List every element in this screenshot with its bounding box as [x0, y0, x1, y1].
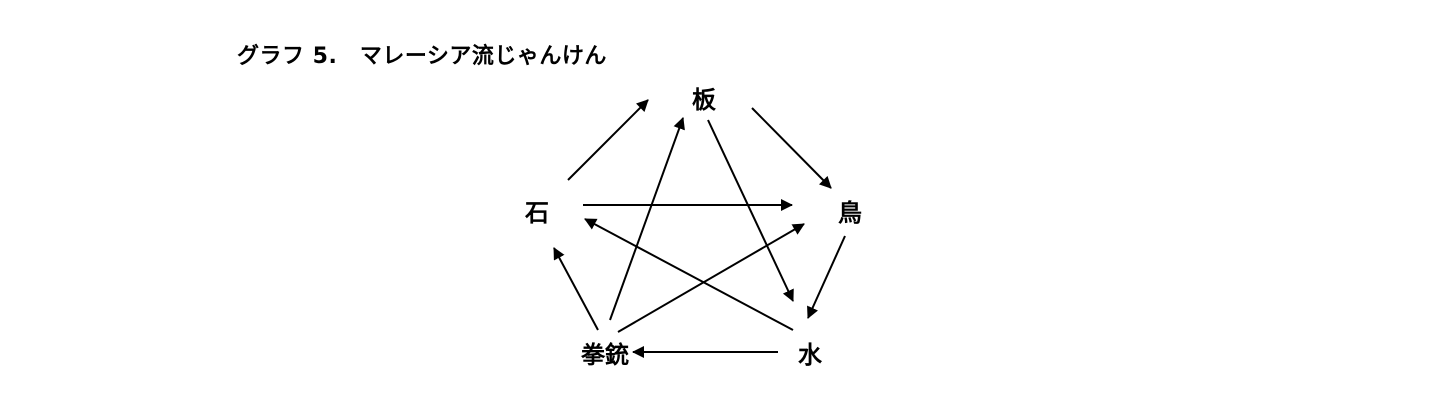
edge-ita-to-mizu — [707, 119, 794, 302]
edge-ita-to-tori — [751, 107, 832, 189]
node-ishi: 石 — [524, 199, 549, 227]
nodes-group: 板 鳥 水 拳銃 石 — [524, 86, 862, 369]
edge-kenju-to-ita — [609, 117, 685, 321]
edge-kenju-to-ishi — [553, 247, 599, 331]
edge-ishi-to-ita — [567, 99, 649, 181]
node-ita: 板 — [692, 86, 717, 114]
edge-mizu-to-ishi — [584, 218, 794, 331]
node-tori: 鳥 — [838, 199, 862, 227]
node-kenju: 拳銃 — [581, 341, 629, 369]
node-mizu: 水 — [798, 341, 823, 369]
edges-group — [553, 99, 846, 358]
edge-tori-to-mizu — [807, 235, 846, 319]
edge-kenju-to-tori — [617, 223, 805, 333]
diagram-title: グラフ 5. マレーシア流じゃんけん — [237, 44, 607, 69]
